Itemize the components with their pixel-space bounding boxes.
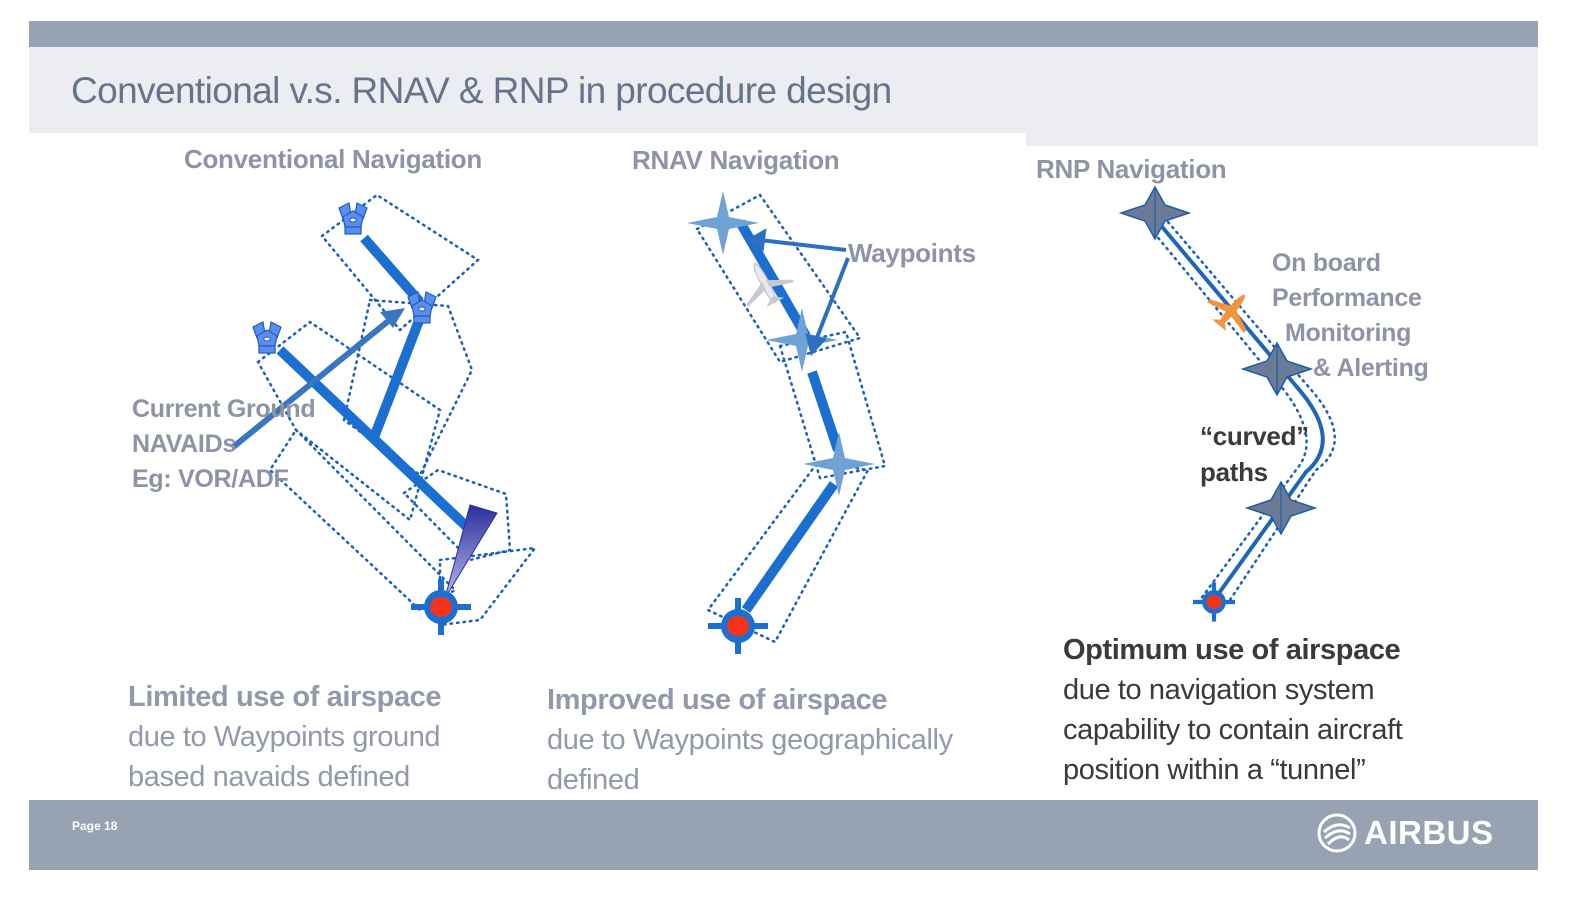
- caption-heading: Improved use of airspace: [547, 684, 888, 716]
- rnp-navigation-title: RNP Navigation: [1036, 154, 1227, 184]
- runway-threshold-icon: [708, 598, 768, 654]
- header-bar: [29, 21, 1538, 47]
- conventional-navigation-title: Conventional Navigation: [184, 144, 482, 174]
- caption-line: due to Waypoints ground: [128, 721, 441, 753]
- conventional-caption: Limited use of airspace due to Waypoints…: [128, 677, 442, 797]
- waypoints-annotation: Waypoints: [848, 238, 976, 268]
- navaid-pointer-arrow: [230, 308, 405, 451]
- rnav-caption: Improved use of airspace due to Waypoint…: [547, 680, 953, 800]
- rnp-tunnel-bounds: [1148, 220, 1337, 602]
- waypoint-icon: [766, 308, 838, 372]
- annotation-line: “curved”: [1200, 421, 1309, 451]
- waypoints-pointer-arrows: [746, 228, 850, 357]
- footer-bar: [29, 800, 1538, 870]
- airbus-wordmark: AIRBUS: [1364, 814, 1494, 851]
- runway-threshold-icon: [1193, 582, 1235, 621]
- page-number: Page 18: [72, 819, 118, 833]
- annotation-line: Eg: VOR/ADF: [132, 465, 289, 493]
- caption-line: based navaids defined: [128, 761, 410, 793]
- caption-line: capability to contain aircraft: [1063, 714, 1403, 746]
- caption-heading: Limited use of airspace: [128, 681, 442, 713]
- runway-threshold-icon: [411, 579, 471, 635]
- navaid-vor-icon: [407, 291, 437, 324]
- route-segment: [741, 481, 839, 613]
- airbus-swirl-icon: [1317, 813, 1357, 853]
- rnp-caption: Optimum use of airspace due to navigatio…: [1063, 630, 1403, 790]
- pbn-monitoring-annotation: On board Performance Monitoring & Alerti…: [1272, 246, 1429, 386]
- caption-line: due to Waypoints geographically: [547, 724, 953, 756]
- caption-line: position within a “tunnel”: [1063, 754, 1366, 786]
- waypoint-icon: [803, 432, 875, 496]
- annotation-line: Performance: [1272, 284, 1422, 312]
- annotation-line: NAVAIDs: [132, 430, 236, 458]
- rnp-diagram: [1120, 186, 1337, 622]
- route-segments: [276, 234, 472, 532]
- slide-title: Conventional v.s. RNAV & RNP in procedur…: [71, 70, 892, 111]
- conventional-diagram: [230, 193, 538, 635]
- caption-line: defined: [547, 764, 640, 796]
- title-band-extension: [1026, 47, 1538, 146]
- navaid-annotation: Current Ground NAVAIDs Eg: VOR/ADF: [132, 392, 316, 497]
- aircraft-icon: [1207, 294, 1247, 334]
- navaid-vor-icon: [338, 202, 368, 235]
- aircraft-icon: [746, 262, 795, 308]
- annotation-line: paths: [1200, 457, 1268, 487]
- annotation-line: Current Ground: [132, 395, 316, 423]
- annotation-line: On board: [1272, 249, 1381, 277]
- rnav-navigation-title: RNAV Navigation: [632, 145, 840, 175]
- curved-paths-annotation: “curved” paths: [1200, 418, 1309, 490]
- title-band: [29, 47, 1026, 133]
- route-segment: [807, 370, 843, 452]
- caption-heading: Optimum use of airspace: [1063, 634, 1401, 666]
- airbus-logo: AIRBUS: [1316, 812, 1494, 854]
- caption-line: due to navigation system: [1063, 674, 1375, 706]
- waypoint-icon: [1120, 186, 1190, 240]
- curved-route: [1156, 220, 1325, 602]
- navaid-vor-icon: [252, 321, 282, 354]
- annotation-line: Monitoring: [1285, 319, 1412, 347]
- rnav-diagram: [687, 191, 887, 654]
- final-approach-cone: [444, 504, 498, 599]
- annotation-line: & Alerting: [1313, 354, 1429, 382]
